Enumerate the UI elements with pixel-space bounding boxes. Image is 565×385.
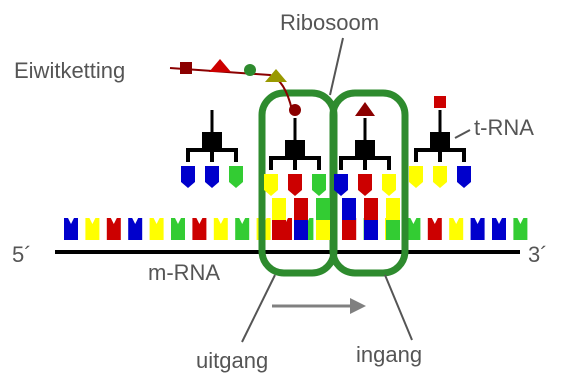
codon-pair-bottom bbox=[342, 220, 356, 240]
entry-label-line bbox=[384, 274, 413, 341]
mrna-codon bbox=[192, 218, 207, 240]
mrna-codon bbox=[171, 218, 185, 240]
mrna-codon bbox=[235, 218, 250, 240]
mrna-codon bbox=[427, 218, 442, 240]
trna-anticodon bbox=[334, 174, 348, 196]
mrna-label: m-RNA bbox=[148, 260, 220, 285]
amino-acid bbox=[434, 96, 446, 108]
three-prime-label: 3´ bbox=[528, 242, 548, 267]
protein-chain bbox=[169, 59, 293, 111]
mrna-codon bbox=[406, 218, 421, 240]
trna-anticodon bbox=[457, 166, 471, 188]
direction-arrow bbox=[272, 298, 366, 314]
codon-pair-bottom bbox=[316, 220, 330, 240]
trna-label-line bbox=[454, 129, 471, 139]
trna-molecules bbox=[181, 96, 471, 240]
codon-pair-top bbox=[316, 198, 330, 220]
trna-anticodon bbox=[288, 174, 302, 196]
codon-pair-bottom bbox=[364, 220, 378, 240]
exit-label-line bbox=[241, 274, 276, 343]
codon-pair-top bbox=[364, 198, 378, 220]
exit-label: uitgang bbox=[196, 348, 268, 373]
mrna-codon bbox=[64, 218, 78, 240]
chain-monomer bbox=[265, 69, 287, 82]
mrna-codon bbox=[492, 218, 506, 240]
trna-label: t-RNA bbox=[474, 115, 534, 140]
five-prime-label: 5´ bbox=[12, 242, 32, 267]
chain-monomer bbox=[244, 64, 256, 76]
mrna-codon bbox=[449, 218, 464, 240]
codon-pair-top bbox=[386, 198, 400, 220]
codon-pair-top bbox=[342, 198, 356, 220]
mrna-codon bbox=[149, 218, 164, 240]
trna-anticodon bbox=[264, 174, 278, 196]
trna-anticodon bbox=[409, 166, 423, 188]
chain-monomer bbox=[209, 59, 231, 72]
mrna-codon bbox=[128, 218, 143, 240]
trna-anticodon bbox=[229, 166, 243, 188]
mrna-codon bbox=[106, 218, 121, 240]
trna-right bbox=[409, 96, 471, 188]
codon-pair-bottom bbox=[386, 220, 400, 240]
protein-chain-label: Eiwitketting bbox=[14, 58, 125, 83]
entry-label: ingang bbox=[356, 342, 422, 367]
trna-anticodon bbox=[433, 166, 447, 188]
mrna-codon bbox=[85, 218, 100, 240]
ribosome-label: Ribosoom bbox=[280, 10, 379, 35]
mrna-codon bbox=[470, 218, 485, 240]
codon-pair-bottom bbox=[294, 220, 308, 240]
codon-pair-top bbox=[272, 198, 286, 220]
chain-monomer bbox=[180, 62, 192, 74]
codon-pair-top bbox=[294, 198, 308, 220]
mrna-codon bbox=[213, 218, 228, 240]
ribosome-entry-site bbox=[329, 89, 409, 277]
chain-bond bbox=[169, 67, 293, 111]
amino-acid bbox=[355, 102, 375, 116]
ribosome-label-line bbox=[329, 37, 344, 96]
trna-left bbox=[181, 110, 243, 188]
trna-anticodon bbox=[382, 174, 396, 196]
trna-anticodon bbox=[358, 174, 372, 196]
trna-anticodon bbox=[312, 174, 326, 196]
trna-anticodon bbox=[205, 166, 219, 188]
trna-anticodon bbox=[181, 166, 195, 188]
trna-exit-site bbox=[264, 104, 326, 196]
trna-entry-site bbox=[334, 102, 396, 196]
mrna-codon bbox=[513, 218, 528, 240]
codon-pair-bottom bbox=[272, 220, 286, 240]
